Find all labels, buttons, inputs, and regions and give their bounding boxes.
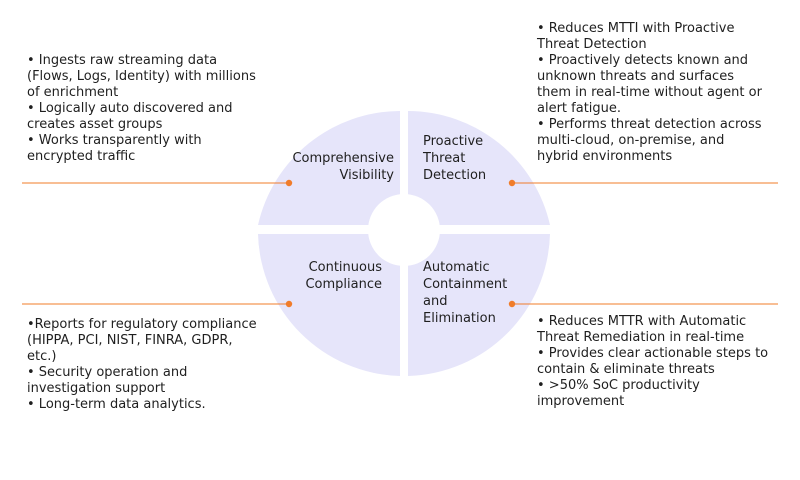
bullet-line: investigation support (27, 381, 166, 396)
bullet-line: (Flows, Logs, Identity) with millions (27, 69, 256, 84)
bullet-line: of enrichment (27, 85, 119, 100)
panel-bottom-left: •Reports for regulatory compliance (HIPP… (27, 317, 257, 413)
bullet-line: • Reduces MTTR with Automatic (537, 314, 747, 329)
bullet-line: • Logically auto discovered and (27, 101, 233, 116)
panel-top-right: • Reduces MTTI with Proactive Threat Det… (537, 21, 762, 165)
bullet-line: • Performs threat detection across (537, 117, 762, 132)
label-line: Continuous (308, 260, 382, 275)
bullet-line: unknown threats and surfaces (537, 69, 734, 84)
panel-top-left: • Ingests raw streaming data (Flows, Log… (27, 53, 256, 165)
bullet-line: etc.) (27, 349, 57, 364)
quadrant-bottom-left (258, 234, 400, 376)
label-line: Detection (423, 168, 487, 183)
panel-bottom-right: • Reduces MTTR with Automatic Threat Rem… (537, 314, 768, 410)
label-comprehensive-visibility: Comprehensive Visibility (292, 150, 394, 184)
quadrant-top-right (408, 111, 550, 225)
label-line: and (423, 294, 448, 309)
bullet-line: • Proactively detects known and (537, 53, 749, 68)
connector-dot-top-left (285, 179, 293, 187)
label-line: Compliance (305, 277, 382, 292)
connector-dot-top-right (508, 179, 516, 187)
bullet-line: alert fatigue. (537, 101, 622, 116)
bullet-line: creates asset groups (27, 117, 163, 132)
bullet-line: • Provides clear actionable steps to (537, 346, 769, 361)
connector-dot-bottom-left (285, 300, 293, 308)
label-line: Automatic (423, 260, 490, 275)
label-continuous-compliance: Continuous Compliance (305, 259, 382, 293)
label-automatic-containment: Automatic Containment and Elimination (423, 259, 507, 327)
bullet-line: hybrid environments (537, 149, 673, 164)
bullet-line: • >50% SoC productivity (537, 378, 700, 393)
bullet-line: •Reports for regulatory compliance (27, 317, 257, 332)
label-line: Containment (423, 277, 508, 292)
label-line: Comprehensive (292, 151, 394, 166)
label-line: Elimination (423, 311, 496, 326)
bullet-line: • Long-term data analytics. (27, 397, 206, 412)
connector-dot-bottom-right (508, 300, 516, 308)
quadrant-bottom-right (408, 234, 550, 376)
bullet-line: multi-cloud, on-premise, and (537, 133, 725, 148)
bullet-line: Threat Detection (537, 37, 647, 52)
bullet-line: • Ingests raw streaming data (27, 53, 218, 68)
label-proactive-threat-detection: Proactive Threat Detection (423, 133, 486, 184)
bullet-line: encrypted traffic (27, 149, 136, 164)
bullet-line: them in real-time without agent or (537, 85, 762, 100)
label-line: Proactive (423, 134, 484, 149)
bullet-line: improvement (537, 394, 625, 409)
label-line: Threat (423, 151, 466, 166)
quadrant-top-left (258, 111, 400, 225)
bullet-line: (HIPPA, PCI, NIST, FINRA, GDPR, (27, 333, 233, 348)
bullet-line: Threat Remediation in real-time (537, 330, 745, 345)
bullet-line: • Reduces MTTI with Proactive (537, 21, 735, 36)
bullet-line: • Works transparently with (27, 133, 202, 148)
bullet-line: • Security operation and (27, 365, 188, 380)
label-line: Visibility (339, 168, 394, 183)
bullet-line: contain & eliminate threats (537, 362, 715, 377)
center-circle (368, 194, 440, 266)
